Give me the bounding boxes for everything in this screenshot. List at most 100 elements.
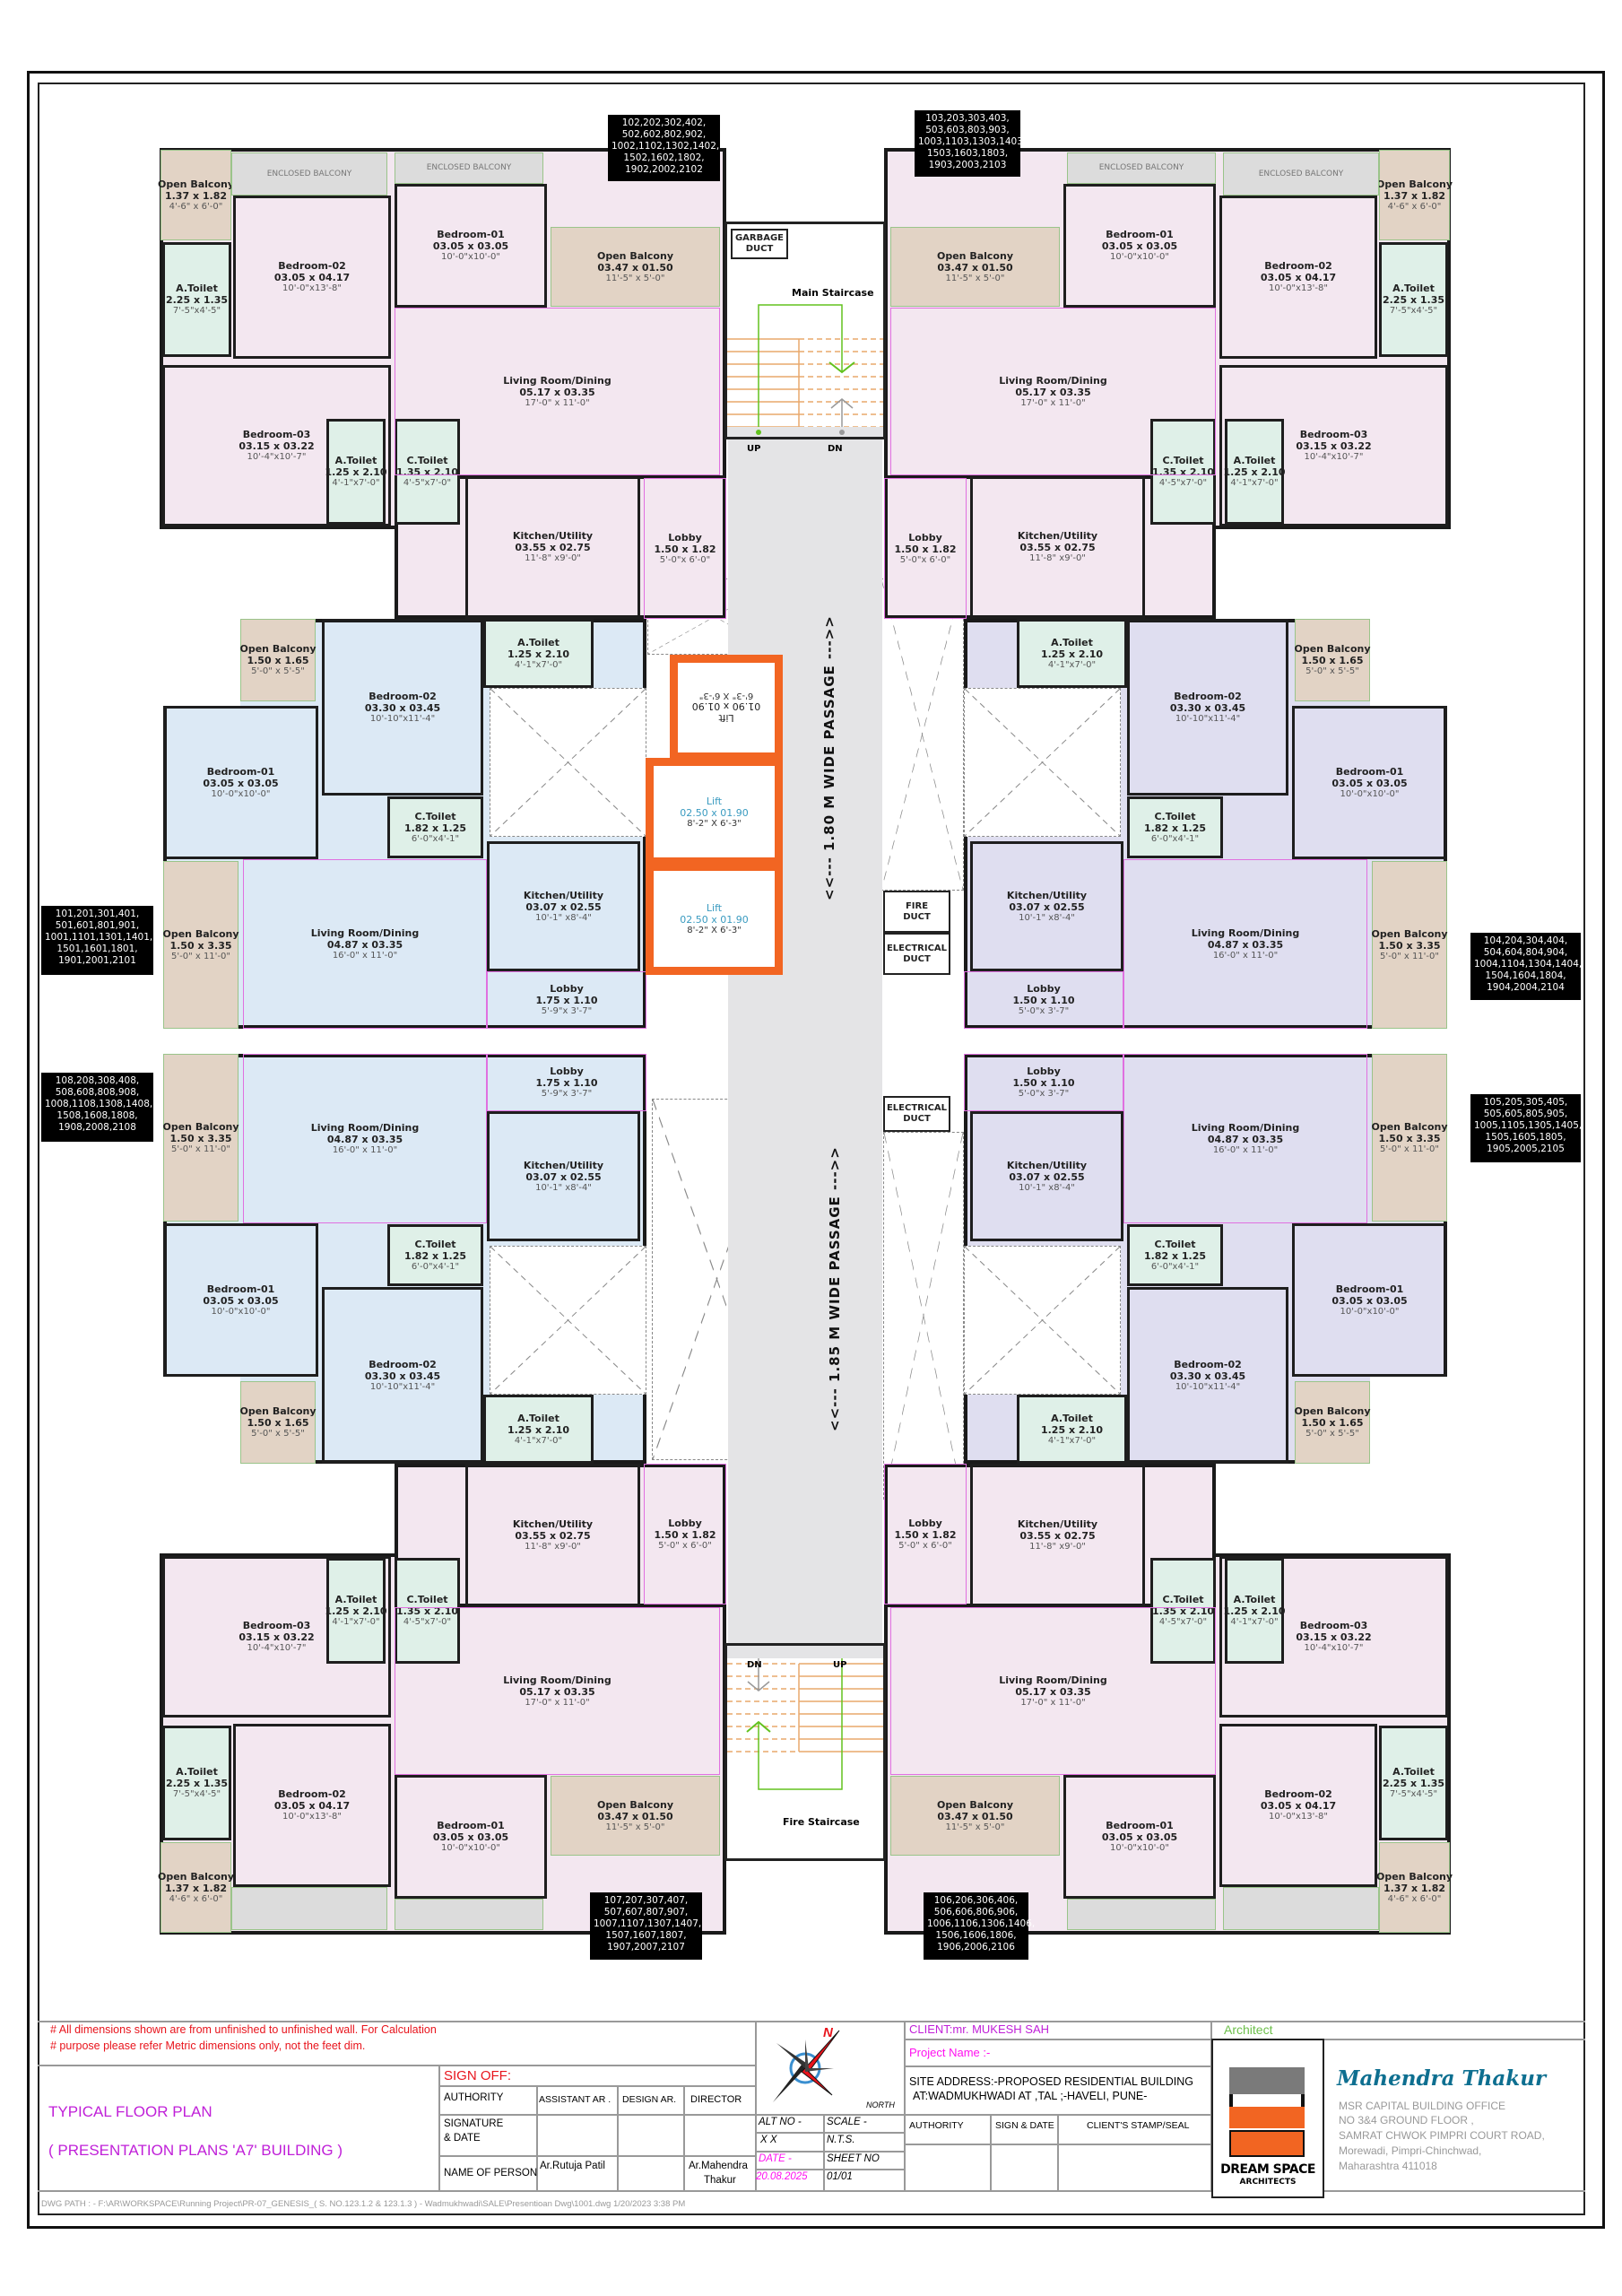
sign-off-heading: SIGN OFF: — [444, 2068, 511, 2083]
signature-label-2: & DATE — [444, 2133, 481, 2144]
fire-duct-label-2: DUCT — [903, 911, 931, 922]
room-name: Open Balcony — [936, 249, 1013, 262]
room-feet: 11'-5" x 5'-0" — [945, 273, 1005, 283]
room-feet: 17'-0" x 11'-0" — [1020, 1697, 1086, 1708]
room-feet: 5'-0" x 5'-5" — [1305, 666, 1359, 676]
room-metric: 1.50 x 1.65 — [1301, 1417, 1364, 1429]
fire-duct: FIRE DUCT — [883, 891, 950, 933]
logo-gap — [1229, 2094, 1305, 2107]
unit-numbers-line: 102,202,302,402, — [621, 117, 707, 128]
director-name-2: Thakur — [704, 2175, 736, 2186]
title-block-rule — [38, 2190, 1585, 2192]
room-metric: 2.25 x 1.35 — [165, 1778, 229, 1789]
room-name: ENCLOSED BALCONY — [1258, 169, 1344, 178]
room-metric: 1.37 x 1.82 — [164, 189, 228, 202]
room-name: Bedroom-02 — [278, 260, 346, 272]
room-name: Living Room/Dining — [1191, 1121, 1300, 1134]
fire-staircase: DN UP Fire Staircase — [724, 1643, 886, 1861]
unit-numbers-line: 506,606,806,906, — [933, 1907, 1019, 1918]
unit-numbers-line: 1006,1106,1306,1406, — [927, 1918, 1036, 1929]
electrical-duct-upper: ELECTRICAL DUCT — [883, 933, 950, 975]
room-name: Open Balcony — [1294, 1405, 1371, 1417]
shaft-cross — [490, 689, 646, 836]
room-name: Bedroom-02 — [278, 1788, 346, 1800]
garbage-duct: GARBAGE DUCT — [731, 229, 788, 259]
room-metric: 1.35 x 2.10 — [1151, 1605, 1215, 1617]
shaft-cross — [884, 1133, 963, 1499]
blank-area — [1370, 1377, 1447, 1464]
room-feet: 10'-0"x10'-0" — [1340, 1306, 1400, 1317]
alt-no-value: X X — [760, 2135, 777, 2145]
room-metric: 03.05 x 03.05 — [203, 1294, 279, 1307]
room-name: Bedroom-02 — [1264, 1788, 1332, 1800]
room-feet: 4'-5"x7'-0" — [1158, 478, 1208, 488]
room-name: Lobby — [668, 531, 702, 544]
room-feet: 4'-1"x7'-0" — [514, 1435, 563, 1446]
sign-off-col-director: DIRECTOR — [690, 2094, 742, 2105]
unit-numbers-line: 1907,2007,2107 — [607, 1942, 685, 1952]
room-name: Kitchen/Utility — [512, 530, 594, 542]
room-metric: 04.87 x 03.35 — [326, 1133, 403, 1145]
director-name: Ar.Mahendra — [689, 2161, 748, 2171]
room-feet: 16'-0" x 11'-0" — [1212, 950, 1279, 961]
shaft-cross — [965, 1247, 1120, 1394]
room-name: Lobby — [1027, 983, 1061, 995]
room-feet: 10'-0"x10'-0" — [1340, 788, 1400, 799]
north-compass-icon — [773, 2030, 840, 2102]
room-feet: 4'-6" x 6'-0" — [169, 201, 223, 212]
unit-numbers-line: 1508,1608,1808, — [56, 1110, 138, 1121]
room-enclosed-balcony: ENCLOSED BALCONY — [1223, 152, 1379, 196]
room-feet: 5'-0"x 3'-7" — [1018, 1006, 1070, 1016]
room-feet: 10'-10"x11'-4" — [369, 713, 436, 724]
room-name: Open Balcony — [162, 927, 239, 940]
title-block-rule — [438, 2114, 755, 2116]
architect-logo: DREAM SPACE ARCHITECTS — [1211, 2039, 1324, 2198]
alt-no-label: ALT NO - — [759, 2117, 802, 2127]
room-feet: 5'-9"x 3'-7" — [541, 1089, 593, 1099]
room-name: Open Balcony — [158, 1870, 235, 1883]
unit-numbers-line: 508,608,808,908, — [55, 1087, 140, 1098]
room-metric: 03.55 x 02.75 — [515, 1530, 591, 1542]
unit-numbers-line: 505,605,805,905, — [1483, 1109, 1568, 1119]
room-feet: 11'-8" x9'-0" — [1029, 1542, 1086, 1552]
unit-numbers-line: 107,207,307,407, — [603, 1895, 689, 1906]
room-name: Kitchen/Utility — [1017, 530, 1098, 542]
blank-area — [1370, 619, 1447, 706]
room-name: A.Toilet — [517, 636, 559, 648]
room-name: Living Room/Dining — [310, 926, 420, 939]
room-name: Lobby — [550, 983, 584, 995]
room-name: Bedroom-01 — [206, 765, 275, 778]
room-name: Kitchen/Utility — [1017, 1518, 1098, 1530]
title-block-rule — [536, 2085, 538, 2190]
dwg-path: DWG PATH : - F:\AR\WORKSPACE\Running Pro… — [41, 2199, 686, 2209]
room-name: C.Toilet — [1154, 1238, 1196, 1250]
room-feet: 6'-0"x4'-1" — [411, 833, 460, 844]
unit-numbers-line: 507,607,807,907, — [603, 1907, 689, 1918]
room-feet: 5'-0" x 11'-0" — [170, 1144, 230, 1154]
room-name: A.Toilet — [176, 1766, 218, 1778]
room-feet: 5'-0" x 5'-5" — [251, 1429, 305, 1439]
electrical-duct-lower-label: ELECTRICAL — [886, 1103, 948, 1113]
room-feet: 10'-4"x10'-7" — [1304, 1643, 1364, 1653]
